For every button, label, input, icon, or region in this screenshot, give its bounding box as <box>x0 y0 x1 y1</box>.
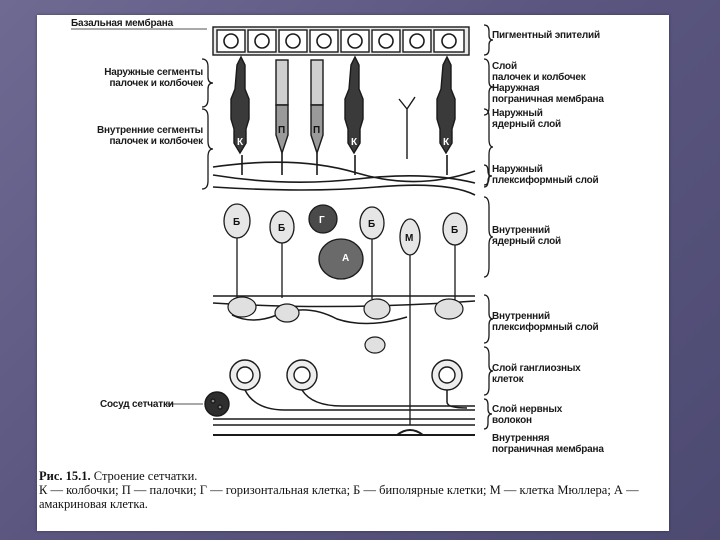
caption-title-rest: Строение сетчатки. <box>90 469 198 483</box>
letter-bipolar-3: Б <box>368 219 375 230</box>
label-inner-limiting-membrane: Внутренняя пограничная мембрана <box>492 433 604 455</box>
pigment-epithelium <box>212 26 470 56</box>
label-outer-segments: Наружные сегменты палочек и колбочек <box>104 67 203 89</box>
caption-title-line: Рис. 15.1. Строение сетчатки. <box>39 469 665 483</box>
letter-horizontal: Г <box>319 215 325 226</box>
label-outer-nuclear-layer: Наружный ядерный слой <box>492 108 561 130</box>
letter-bipolar-4: Б <box>451 225 458 236</box>
label-inner-nuclear-layer: Внутренний ядерный слой <box>492 225 561 247</box>
cone-1 <box>230 55 250 155</box>
letter-muller: М <box>405 233 413 244</box>
label-nerve-fiber-layer: Слой нервных волокон <box>492 404 563 426</box>
label-inner-segments: Внутренние сегменты палочек и колбочек <box>96 125 203 147</box>
amacrine-cell <box>318 238 364 280</box>
letter-cone-3: К <box>443 137 450 148</box>
muller-cell-top <box>398 96 416 159</box>
caption-legend: К — колбочки; П — палочки; Г — горизонта… <box>39 483 639 511</box>
brace-inner-segments <box>201 108 214 190</box>
outer-plexiform-band <box>212 153 476 196</box>
caption-title: Рис. 15.1. <box>39 469 91 483</box>
figure-caption: Рис. 15.1. Строение сетчатки. К — колбоч… <box>39 469 665 511</box>
label-rods-cones-layer: Слой палочек и колбочек <box>492 61 586 83</box>
letter-rod-2: П <box>313 125 320 136</box>
brace-outer-segments <box>201 58 214 108</box>
nerve-fiber-layer <box>213 389 475 436</box>
cone-2 <box>344 55 364 155</box>
horizontal-cell <box>308 204 338 234</box>
label-pigment-epithelium: Пигментный эпителий <box>492 30 600 41</box>
letter-bipolar-2: Б <box>278 223 285 234</box>
letter-amacrine: А <box>342 253 349 264</box>
rod-1 <box>275 59 289 156</box>
label-vessel: Сосуд сетчатки <box>100 399 174 410</box>
cone-3 <box>436 55 456 155</box>
retinal-vessel <box>167 391 230 417</box>
letter-bipolar-1: Б <box>233 217 240 228</box>
label-outer-limiting-membrane: Наружная пограничная мембрана <box>492 83 604 105</box>
label-inner-plexiform-layer: Внутренний плексиформный слой <box>492 311 599 333</box>
label-outer-plexiform-layer: Наружный плексиформный слой <box>492 164 599 186</box>
label-ganglion-layer: Слой ганглиозных клеток <box>492 363 581 385</box>
letter-cone-2: К <box>351 137 358 148</box>
retina-diagram: К К К П П Б Б Б <box>71 24 494 436</box>
letter-cone-1: К <box>237 137 244 148</box>
label-basal-membrane: Базальная мембрана <box>71 18 173 29</box>
rod-2 <box>310 59 324 156</box>
letter-rod-1: П <box>278 125 285 136</box>
slide: Базальная мембрана Наружные сегменты пал… <box>37 15 669 531</box>
